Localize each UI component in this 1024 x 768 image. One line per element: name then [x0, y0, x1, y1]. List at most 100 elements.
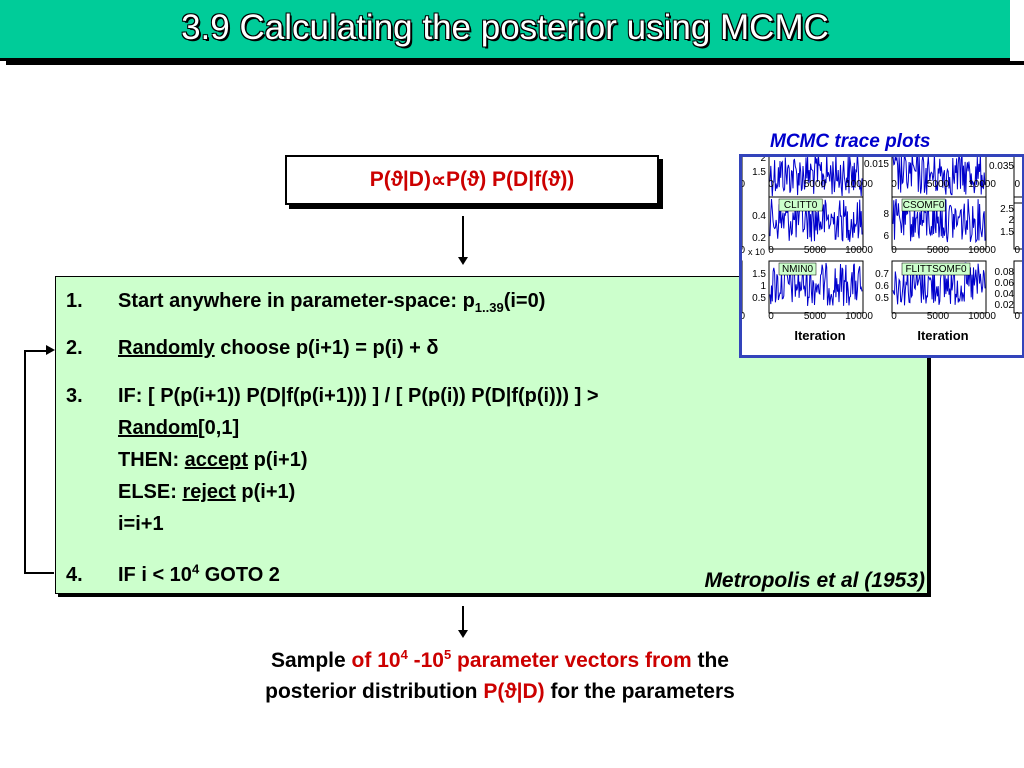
step-text: choose p(i+1) = p(i) + δ	[214, 337, 439, 359]
accept-word: accept	[184, 449, 249, 471]
y-tick-label: 2.5	[1000, 204, 1014, 215]
step-number: 4.	[66, 564, 83, 586]
trace-line	[769, 157, 863, 197]
citation: Metropolis et al (1953)	[704, 569, 925, 592]
parameter-label-box	[901, 198, 946, 212]
formula-part: P(	[369, 168, 391, 191]
y-tick-label: 1.5	[1000, 227, 1014, 238]
x-tick-label: 10000	[845, 179, 873, 190]
random-word: Random	[118, 417, 198, 439]
step-text: GOTO 2	[199, 564, 280, 586]
step-subscript: 1..39	[474, 300, 504, 315]
x-tick-label: 0	[742, 179, 745, 190]
x-tick-label: 0	[768, 311, 774, 322]
proportional-symbol: ∝	[430, 168, 446, 192]
x-tick-label: 0	[1014, 311, 1020, 322]
down-arrow-head	[458, 630, 468, 638]
result-part: |D)	[516, 680, 545, 703]
step-number: 2.	[66, 337, 83, 359]
step-text: (i=0)	[503, 290, 546, 312]
loop-arrow-bottom	[24, 572, 54, 574]
x-tick-label: 10000	[968, 245, 996, 256]
x-tick-label: 0	[891, 311, 897, 322]
else-label: ELSE:	[118, 481, 183, 503]
x-tick-label: 5000	[804, 245, 827, 256]
parameter-label-box	[778, 262, 817, 276]
step-text: IF i < 10	[118, 564, 192, 586]
randomly-word: Randomly	[118, 337, 215, 359]
reject-word: reject	[182, 481, 236, 503]
result-sup: 5	[443, 647, 452, 662]
result-part: of 10	[351, 649, 401, 672]
parameter-label: CSOMF0	[903, 200, 945, 211]
result-part: -10	[407, 649, 444, 672]
y-tick-label: 0.04	[995, 289, 1015, 300]
y-tick-label: 0.06	[995, 278, 1015, 289]
x-tick-label: 0	[768, 179, 774, 190]
step-number: 3.	[66, 385, 83, 407]
y-tick-label: 0.5	[875, 293, 889, 304]
result-text: Sample of 104 -105 parameter vectors fro…	[120, 645, 880, 707]
y-tick-label: 1.5	[752, 167, 766, 178]
parameter-label: FLITTSOMF0	[905, 264, 967, 275]
x-axis-label: Iteration	[917, 328, 968, 343]
y-tick-label: 0.035	[989, 161, 1014, 172]
step-text: IF: [ P(p(i+1)) P(D|f(p(i+1))) ] / [ P(p…	[118, 385, 599, 407]
theta-symbol: ϑ	[548, 168, 561, 191]
step-text: Start anywhere in parameter-space: p	[118, 290, 475, 312]
x-tick-label: 5000	[804, 179, 827, 190]
result-part: parameter vectors from	[451, 649, 692, 672]
step-text: [0,1]	[198, 417, 240, 439]
partial-plot-frame	[1013, 260, 1022, 314]
loop-arrow-head	[46, 345, 55, 355]
partial-plot-frame	[1013, 157, 1022, 204]
step-text: p(i+1)	[235, 481, 296, 503]
x-tick-label: 0	[1014, 179, 1020, 190]
x-tick-label: 10000	[968, 311, 996, 322]
result-part: for the parameters	[544, 680, 735, 703]
y-tick-label: 0.6	[875, 281, 889, 292]
x-tick-label: 10000	[845, 245, 873, 256]
theta-symbol: ϑ	[390, 168, 403, 191]
y-tick-label: 0.7	[875, 269, 889, 280]
x-tick-label: 5000	[927, 311, 950, 322]
x-tick-label: 0	[891, 245, 897, 256]
y-tick-label: 2	[760, 157, 766, 164]
parameter-label-box	[901, 262, 971, 276]
x-tick-label: 5000	[927, 245, 950, 256]
result-part: posterior distribution	[265, 680, 484, 703]
y-tick-label: 0.4	[752, 211, 766, 222]
title-bar: 3.9 Calculating the posterior using MCMC	[0, 0, 1010, 61]
loop-arrow-top	[24, 350, 48, 352]
x-tick-label: 5000	[927, 179, 950, 190]
x-tick-label: 0	[1014, 245, 1020, 256]
increment-text: i=i+1	[118, 513, 164, 535]
down-arrow-line	[462, 216, 464, 258]
y-tick-label: 0.08	[995, 267, 1015, 278]
x-axis-label: Iteration	[794, 328, 845, 343]
parameter-label: NMIN0	[782, 264, 814, 275]
x-tick-label: 10000	[845, 311, 873, 322]
trace-plots-title: MCMC trace plots	[770, 131, 931, 152]
x-tick-label: 5000	[804, 311, 827, 322]
x-tick-label: 0	[742, 245, 745, 256]
parameter-label: CLITT0	[784, 200, 818, 211]
formula-part: ))	[560, 168, 575, 191]
parameter-label-box	[778, 198, 823, 212]
y-tick-label: 8	[883, 209, 889, 220]
y-tick-label: 0.5	[752, 293, 766, 304]
formula-part: P(	[445, 168, 467, 191]
result-part: P(	[483, 680, 505, 703]
theta-symbol: ϑ	[504, 680, 517, 703]
result-sup: 4	[400, 647, 408, 662]
x-tick-label: 0	[742, 311, 745, 322]
y-tick-label: 0.02	[995, 300, 1015, 311]
title-underline	[6, 61, 1024, 65]
posterior-formula: P(ϑ|D) ∝ P(ϑ) P(D|f(ϑ))	[285, 155, 659, 205]
x-tick-label: 0	[891, 179, 897, 190]
y-tick-label: 0.015	[864, 159, 889, 170]
down-arrow-line	[462, 606, 464, 632]
down-arrow-head	[458, 257, 468, 265]
